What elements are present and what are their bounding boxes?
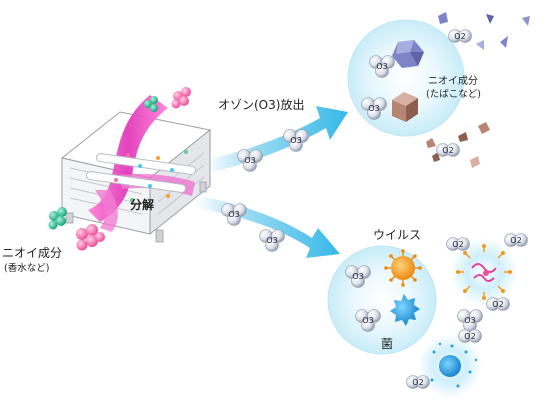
ozone-molecule: O3 <box>457 309 483 332</box>
ozone-molecule-label: O3 <box>362 316 373 325</box>
ozone-molecule-label: O3 <box>244 156 255 165</box>
ozone-molecule-label: O3 <box>228 210 239 219</box>
virus-decomposed-icon <box>456 244 512 300</box>
ozone-molecule: O3 <box>283 129 309 152</box>
bacteria-decomposed-icon <box>430 342 478 388</box>
oxygen-molecule: O2 <box>436 143 460 157</box>
bacteria-icon <box>390 294 420 326</box>
ozone-molecule: O3 <box>355 309 381 332</box>
crystal-fragments <box>438 12 530 50</box>
odor-left-sub: (香水など) <box>4 263 50 274</box>
oxygen-molecule-label: O2 <box>492 300 503 309</box>
oxygen-molecule: O2 <box>458 329 482 343</box>
oxygen-molecule: O2 <box>448 29 472 43</box>
cube-icon <box>392 92 418 122</box>
odor-right-title: ニオイ成分 <box>428 76 478 87</box>
odor-left-title: ニオイ成分 <box>2 246 63 260</box>
ozone-molecule: O3 <box>369 55 395 78</box>
oxygen-molecule-label: O2 <box>442 146 453 155</box>
odor-cluster-green-top <box>144 96 158 112</box>
ozone-molecule: O3 <box>361 97 387 120</box>
oxygen-molecule: O2 <box>446 237 470 251</box>
odor-right-sub: (たばこなど) <box>426 89 481 100</box>
ozone-release-label: オゾン(O3)放出 <box>218 98 305 112</box>
odor-cluster-pink-left <box>76 224 105 251</box>
odor-cluster-pink-top <box>171 87 191 109</box>
ozone-molecule: O3 <box>259 229 285 252</box>
crystal-icon <box>392 40 424 68</box>
oxygen-molecule: O2 <box>406 375 430 389</box>
odor-cluster-green-left <box>48 207 67 230</box>
decompose-label: 分解 <box>130 198 155 212</box>
virus-label: ウイルス <box>373 228 422 242</box>
virus-icon <box>384 249 422 287</box>
cube-fragments <box>426 122 490 168</box>
arrow-to-odor <box>205 106 348 172</box>
oxygen-molecule-label: O2 <box>464 332 475 341</box>
oxygen-molecule-label: O2 <box>510 236 521 245</box>
bacteria-label: 菌 <box>381 337 394 351</box>
ozone-molecule-label: O3 <box>464 316 475 325</box>
ozone-molecule: O3 <box>221 203 247 226</box>
ozone-molecule-label: O3 <box>352 272 363 281</box>
ozone-molecule-label: O3 <box>266 236 277 245</box>
oxygen-molecule-label: O2 <box>452 240 463 249</box>
oxygen-molecule: O2 <box>486 297 510 311</box>
ozone-molecule-label: O3 <box>368 104 379 113</box>
ozone-molecule-label: O3 <box>376 62 387 71</box>
oxygen-molecule: O2 <box>504 233 528 247</box>
oxygen-molecule-label: O2 <box>454 32 465 41</box>
particles <box>114 150 188 202</box>
ozone-molecule: O3 <box>237 149 263 172</box>
ozone-molecule: O3 <box>345 265 371 288</box>
oxygen-molecule-label: O2 <box>412 378 423 387</box>
ozone-molecule-label: O3 <box>290 136 301 145</box>
